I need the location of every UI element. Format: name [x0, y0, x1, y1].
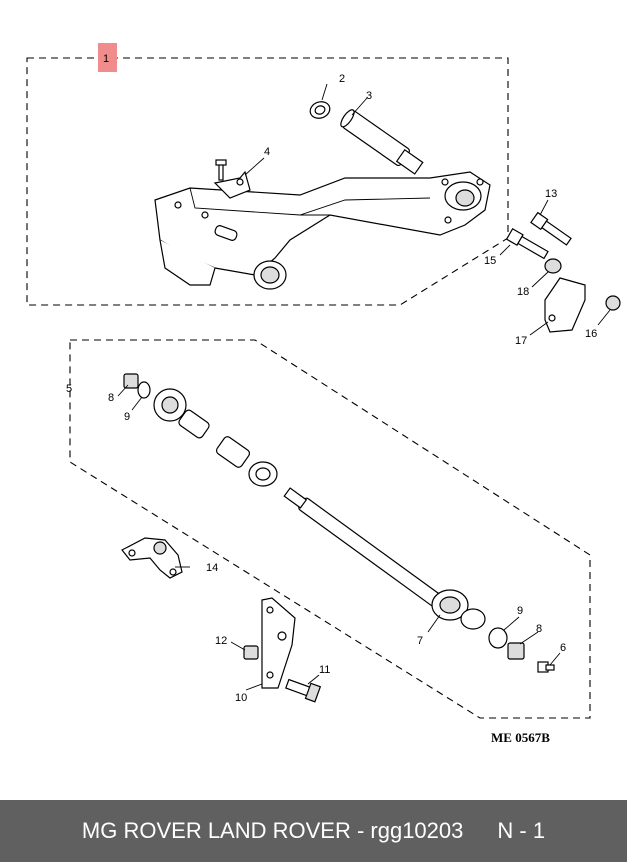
callout-8-right: 8	[536, 623, 542, 635]
shaft-5	[283, 487, 447, 611]
washer-9-left	[137, 381, 151, 399]
footer-title: MG ROVER LAND ROVER - rgg10203	[81, 818, 464, 843]
bush-housing	[153, 388, 187, 422]
washer-right	[460, 608, 486, 630]
bolt-13	[530, 211, 572, 246]
callout-3: 3	[366, 90, 372, 102]
bracket-14	[121, 537, 183, 579]
footer-position: N - 1	[497, 818, 546, 843]
upper-group-box	[26, 57, 509, 306]
bolt-11	[285, 678, 322, 703]
callout-18: 18	[517, 286, 529, 298]
callout-17: 17	[515, 335, 527, 347]
nut-12	[243, 645, 259, 660]
washer-18	[544, 258, 562, 274]
bracket-4	[213, 159, 251, 199]
bearing-a	[178, 409, 210, 439]
wishbone-arm	[154, 171, 491, 290]
pivot-pin-3	[340, 109, 424, 175]
footer-bar: MG ROVER LAND ROVER - rgg10203 N - 1	[0, 800, 627, 862]
callout-16: 16	[585, 328, 597, 340]
callout-15: 15	[484, 255, 496, 267]
bracket-17	[544, 277, 586, 333]
callout-10: 10	[235, 692, 247, 704]
leader-lines	[117, 83, 611, 691]
bolt-15	[505, 227, 549, 260]
parts-exploded-diagram: 1 2 3 4 5 6 7 8 8 9 9 10 11 12 13 14 15 …	[26, 43, 621, 745]
callout-14: 14	[206, 562, 218, 574]
callout-9-left: 9	[124, 411, 130, 423]
callout-4: 4	[264, 146, 270, 158]
lower-group-box	[69, 339, 591, 719]
callout-12: 12	[215, 635, 227, 647]
callout-6: 6	[560, 642, 566, 654]
callout-11: 11	[319, 664, 330, 676]
callout-13: 13	[545, 188, 557, 200]
callout-2: 2	[339, 73, 345, 85]
callout-9-right: 9	[517, 605, 523, 617]
nut-16	[605, 295, 621, 311]
washer-9-right	[488, 627, 508, 649]
nut-8-right	[507, 642, 525, 660]
callout-1: 1	[103, 53, 109, 65]
bearing-b	[215, 436, 251, 468]
plate-10	[261, 597, 296, 689]
callout-7: 7	[417, 635, 423, 647]
nut-8-left	[123, 373, 139, 389]
callout-8-left: 8	[108, 392, 114, 404]
item-1-highlight	[98, 43, 117, 72]
callout-5: 5	[66, 383, 72, 395]
diagram-reference: ME 0567B	[491, 730, 550, 745]
